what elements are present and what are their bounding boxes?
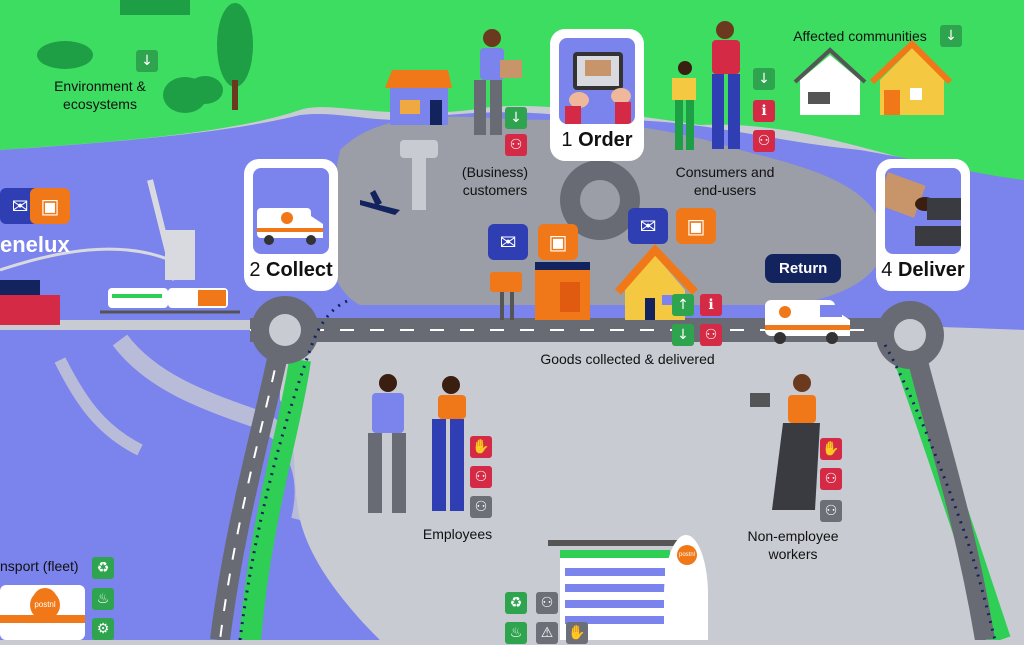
package-icon: ▣ [676,208,716,244]
goods-label: Goods collected & delivered [540,351,715,367]
info-icon: ℹ [753,100,775,122]
business-customers-label: (Business) customers [461,164,529,198]
environment-label: Environment & ecosystems [54,78,146,112]
handover-package-icon [885,168,961,254]
people-icon: ⚇ [820,500,842,522]
delivery-van-return [765,300,850,344]
employees-label: Employees [422,526,493,542]
down-arrow-icon: ↓ [505,107,527,129]
handshake-icon: ✋ [566,622,588,644]
step-order-label: 1 Order [561,129,633,151]
gear-icon: ⚙ [92,618,114,640]
non-employee-label: Non-employee workers [747,528,839,562]
step-collect-card: 2 Collect [247,162,335,288]
step-order-card: 1 Order [553,32,641,158]
people-icon: ⚇ [820,468,842,490]
info-icon: ℹ [700,294,722,316]
package-icon: ▣ [30,188,70,224]
step-collect-label: 2 Collect [249,259,333,281]
recycle-icon: ♻ [505,592,527,614]
people-icon: ⚇ [753,130,775,152]
up-arrow-icon: ↑ [672,294,694,316]
envelope-icon: ✉ [628,208,668,244]
consumers-label: Consumers and end-users [675,164,775,198]
envelope-icon: ✉ [488,224,528,260]
people-icon: ⚇ [470,466,492,488]
postnl-logo: postnl [30,590,60,620]
down-arrow-icon: ↓ [753,68,775,90]
return-button[interactable]: Return [765,254,842,283]
affected-communities-label: Affected communities [793,28,927,44]
flame-icon: ♨ [505,622,527,644]
people-icon: ⚇ [470,496,492,518]
postnl-logo: postnl [677,545,697,565]
package-icon: ▣ [538,224,578,260]
tablet-order-icon [559,38,635,124]
down-arrow-icon: ↓ [136,50,158,72]
handshake-icon: ✋ [820,438,842,460]
step-deliver-card: 4 Deliver [879,162,967,288]
step-deliver-label: 4 Deliver [881,259,965,281]
people-icon: ⚇ [700,324,722,346]
people-icon: ⚇ [536,592,558,614]
benelux-label: enelux [0,232,70,257]
handshake-icon: ✋ [470,436,492,458]
flame-icon: ♨ [92,588,114,610]
warning-icon: ⚠ [536,622,558,644]
down-arrow-icon: ↓ [672,324,694,346]
collect-van-icon [253,168,329,254]
transport-label: nsport (fleet) [0,558,79,574]
down-arrow-icon: ↓ [940,25,962,47]
recycle-icon: ♻ [92,557,114,579]
people-icon: ⚇ [505,134,527,156]
